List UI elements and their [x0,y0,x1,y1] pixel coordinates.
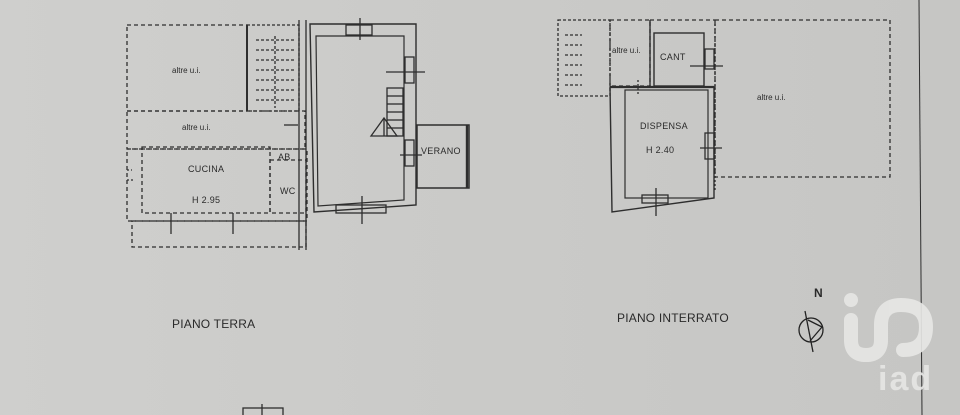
room-label-altre-ui: altre u.i. [757,93,786,102]
cucina-outline [126,146,308,248]
room-label-cucina: CUCINA [188,164,225,174]
room-label-altre-ui: altre u.i. [612,46,641,55]
room-label-altre-ui: altre u.i. [182,123,211,132]
staircase-dashed [246,24,300,112]
iad-watermark: iad [878,360,934,398]
iad-logo-icon [844,293,934,363]
room-label-ab: AB [278,152,291,162]
room-label-verano: VERANO [421,146,461,156]
room-height-dispensa: H 2.40 [646,145,675,155]
north-compass-icon [798,310,824,353]
plan-title-piano-terra: PIANO TERRA [172,317,256,331]
room-height-cucina: H 2.95 [192,195,221,205]
room-label-wc: WC [280,186,296,196]
plan-title-piano-interrato: PIANO INTERRATO [617,311,729,325]
room-label-dispensa: DISPENSA [640,121,688,131]
room-label-altre-ui: altre u.i. [172,66,201,75]
interrato-staircase-dashed [557,19,611,97]
north-label: N [814,286,823,300]
room-label-cant: CANT [660,52,686,62]
